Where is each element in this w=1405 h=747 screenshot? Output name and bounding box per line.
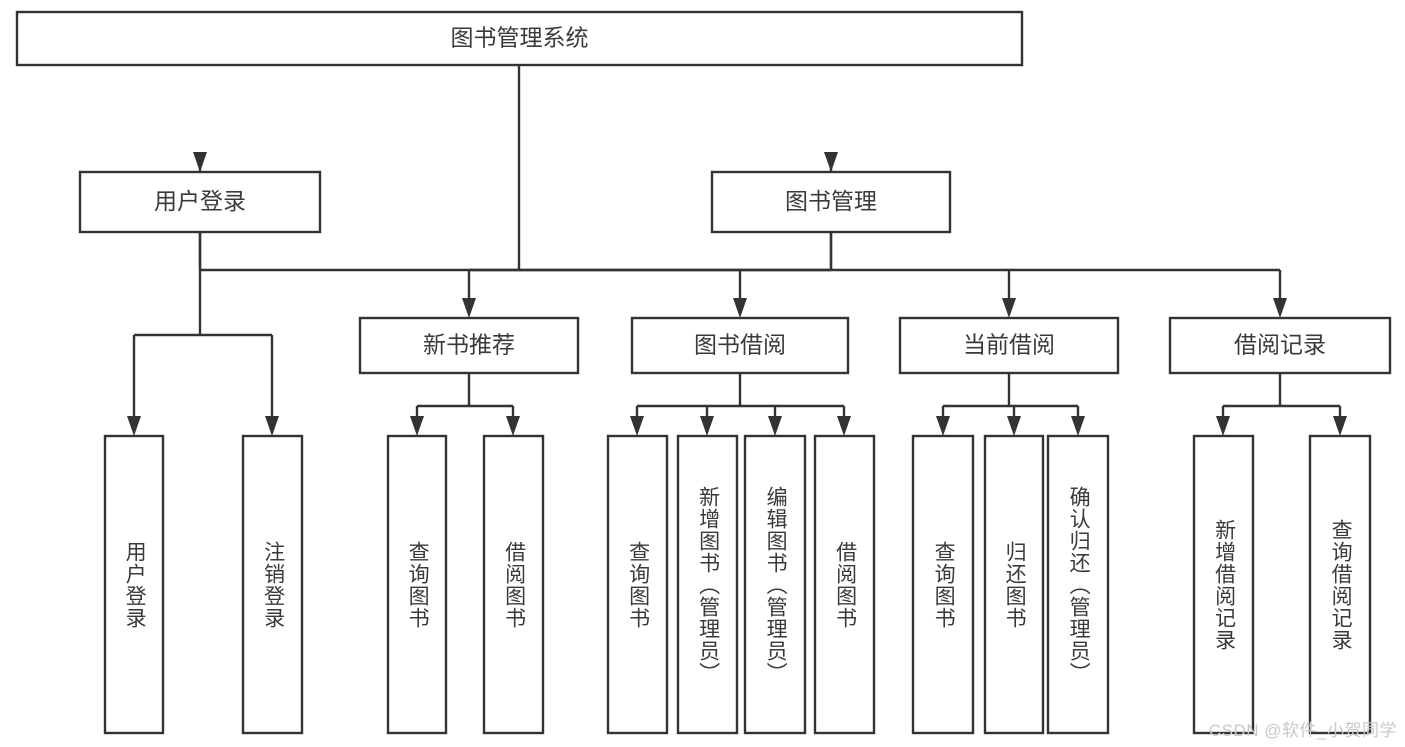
node-新书推荐-box [358, 316, 580, 375]
node-图书借阅-box [630, 316, 850, 375]
arrow-head-icon [127, 416, 141, 436]
arrow-head-icon [733, 298, 747, 318]
node-借阅图书-box [482, 434, 545, 735]
node-借阅记录-box [1168, 316, 1392, 375]
arrow-head-icon [936, 416, 950, 436]
csdn-watermark: CSDN @软件_小贺同学 [1208, 721, 1397, 740]
node-借阅图书-box [813, 434, 876, 735]
node-用户登录-box [103, 434, 165, 735]
arrow-head-icon [462, 298, 476, 318]
node-当前借阅-label: 当前借阅 [963, 332, 1055, 358]
node-图书管理系统-label: 图书管理系统 [451, 25, 589, 51]
arrow-head-icon [506, 416, 520, 436]
node-图书借阅-label: 图书借阅 [694, 332, 786, 358]
node-归还图书-box [983, 434, 1045, 735]
node-查询借阅记录-box [1308, 434, 1372, 735]
arrow-head-icon [1216, 416, 1230, 436]
arrow-head-icon [630, 416, 644, 436]
connector-layer [127, 65, 1347, 436]
arrow-head-icon [1002, 298, 1016, 318]
arrow-head-icon [700, 416, 714, 436]
node-新增借阅记录-box [1192, 434, 1255, 735]
arrow-head-icon [265, 416, 279, 436]
arrow-head-icon [837, 416, 851, 436]
arrow-head-icon [824, 152, 838, 172]
node-新书推荐-label: 新书推荐 [423, 332, 515, 358]
arrow-head-icon [1071, 416, 1085, 436]
arrow-head-icon [410, 416, 424, 436]
node-查询图书-box [911, 434, 975, 735]
arrow-head-icon [768, 416, 782, 436]
node-图书管理-box [710, 170, 952, 234]
node-编辑图书管理员-box [743, 434, 807, 735]
node-注销登录-box [241, 434, 304, 735]
node-查询图书-box [606, 434, 669, 735]
node-新增图书管理员-box [676, 434, 739, 735]
node-查询图书-box [386, 434, 448, 735]
node-当前借阅-box [898, 316, 1120, 375]
arrow-head-icon [1007, 416, 1021, 436]
node-图书管理系统-box [15, 10, 1024, 67]
node-box-layer [15, 10, 1392, 735]
node-用户登录-box [78, 170, 322, 234]
node-用户登录-label: 用户登录 [154, 188, 246, 214]
node-确认归还管理员-box [1046, 434, 1110, 735]
node-借阅记录-label: 借阅记录 [1234, 332, 1326, 358]
node-图书管理-label: 图书管理 [785, 188, 877, 214]
arrow-head-icon [193, 152, 207, 172]
arrow-head-icon [1333, 416, 1347, 436]
arrow-head-icon [1273, 298, 1287, 318]
